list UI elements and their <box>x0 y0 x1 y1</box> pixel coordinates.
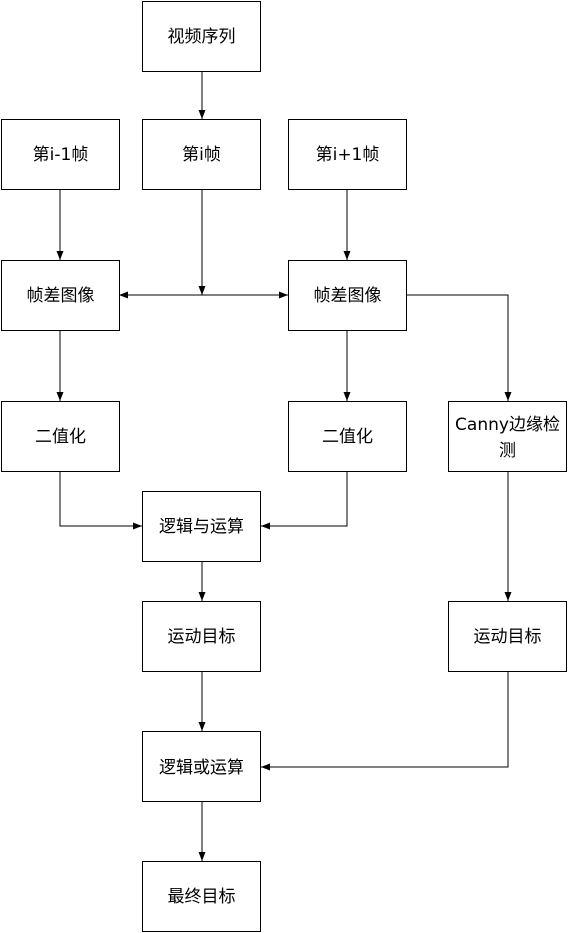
node-box <box>142 601 261 672</box>
edge-binarize-left-to-logic-and <box>59 472 142 530</box>
node-frame-cur: 第i帧 <box>142 119 261 190</box>
node-box <box>142 731 261 802</box>
node-box <box>1 260 120 331</box>
node-label: 第i+1帧 <box>316 145 380 165</box>
edges <box>56 71 512 861</box>
node-box <box>448 401 567 472</box>
node-label: 二值化 <box>322 427 373 447</box>
node-label: 运动目标 <box>474 627 542 647</box>
node-logic-or: 逻辑或运算 <box>142 731 261 802</box>
edge-moving-target-right-to-logic-or <box>261 672 509 771</box>
node-label: 第i帧 <box>182 145 221 165</box>
node-box <box>142 119 261 190</box>
node-box <box>142 1 261 72</box>
node-label: 帧差图像 <box>314 286 382 306</box>
node-box <box>448 601 567 672</box>
node-label: 逻辑与运算 <box>159 517 244 537</box>
node-label: 二值化 <box>35 427 86 447</box>
node-box <box>288 401 407 472</box>
node-box <box>1 119 120 190</box>
node-label: 运动目标 <box>168 627 236 647</box>
node-label-line-1: Canny边缘检 <box>455 415 560 435</box>
node-logic-and: 逻辑与运算 <box>142 491 261 562</box>
node-moving-target-right: 运动目标 <box>448 601 567 672</box>
node-box <box>142 491 261 562</box>
node-binarize-right: 二值化 <box>288 401 407 472</box>
node-box <box>288 119 407 190</box>
node-box <box>288 260 407 331</box>
edge-binarize-right-to-logic-and <box>261 472 348 530</box>
node-diff-left: 帧差图像 <box>1 260 120 331</box>
edge-diff-right-to-canny <box>406 294 512 401</box>
node-binarize-left: 二值化 <box>1 401 120 472</box>
node-video-sequence: 视频序列 <box>142 1 261 72</box>
node-label: 逻辑或运算 <box>159 758 244 778</box>
node-label: 视频序列 <box>168 27 236 47</box>
node-box <box>142 861 261 932</box>
node-canny: Canny边缘检 测 <box>448 401 567 472</box>
node-box <box>1 401 120 472</box>
node-diff-right: 帧差图像 <box>288 260 407 331</box>
node-label: 最终目标 <box>168 887 236 907</box>
node-final-target: 最终目标 <box>142 861 261 932</box>
node-label: 第i-1帧 <box>33 145 89 165</box>
node-frame-prev: 第i-1帧 <box>1 119 120 190</box>
node-moving-target-left: 运动目标 <box>142 601 261 672</box>
node-label: 帧差图像 <box>27 286 95 306</box>
node-frame-next: 第i+1帧 <box>288 119 407 190</box>
node-label-line-2: 测 <box>499 441 516 461</box>
